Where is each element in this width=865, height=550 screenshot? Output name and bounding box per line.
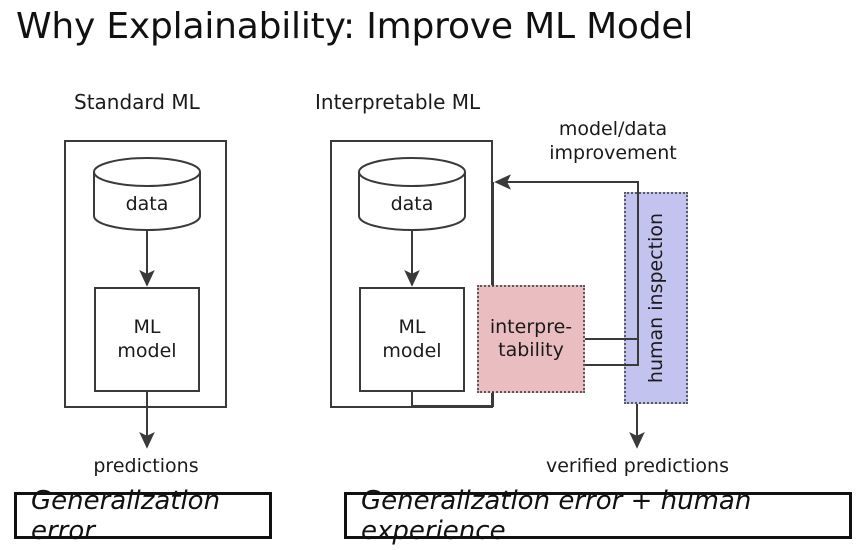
result-banner-interpretable-text: Generalization error + human experience [361, 485, 752, 546]
ml-model-label-line2: model [382, 339, 442, 362]
data-cylinder-interpretable: data [357, 157, 467, 231]
cylinder-shape-icon [93, 157, 201, 231]
ml-model-box-interpretable: ML model [359, 287, 465, 392]
ml-model-label-line2: model [117, 339, 177, 362]
ml-model-label-line1: ML [133, 316, 161, 339]
result-banner-standard: Generalization error [14, 486, 272, 546]
output-caption-standard: predictions [93, 455, 199, 477]
page-title: Why Explainability: Improve ML Model [16, 6, 694, 47]
connector-interpretability-to-inspection-lower [585, 364, 639, 366]
column-heading-standard-ml: Standard ML [74, 90, 200, 114]
result-banner-interpretable: Generalization error + human experience [344, 486, 852, 546]
human-inspection-box: human inspection [624, 192, 688, 404]
interpretability-box: interpre- tability [477, 285, 585, 393]
data-cylinder-standard: data [92, 157, 202, 231]
cylinder-shape-icon [358, 157, 466, 231]
connector-model-bottom-stub [411, 392, 413, 407]
interpretability-label-line2: tability [498, 339, 564, 361]
pipeline-frame-standard [64, 140, 227, 408]
output-caption-interpretable: verified predictions [545, 455, 729, 477]
result-banner-standard-text: Generalization error [31, 485, 221, 546]
feedback-loop-annotation: model/data improvement [549, 118, 677, 165]
data-cylinder-label-standard: data [125, 193, 169, 215]
connector-interpretability-to-inspection-upper [585, 338, 639, 340]
interpretability-label-line1: interpre- [489, 315, 573, 338]
human-inspection-label: human inspection [645, 212, 667, 384]
column-heading-interpretable-ml: Interpretable ML [315, 90, 481, 114]
connector-model-to-interpretability-vertical [492, 392, 494, 407]
data-cylinder-label-interpretable: data [390, 193, 434, 215]
ml-model-box-standard: ML model [94, 287, 200, 392]
ml-model-label-line1: ML [398, 316, 426, 339]
connector-inspection-vertical-trunk [637, 181, 639, 365]
connector-model-to-interpretability-horizontal [411, 405, 494, 407]
connector-feedback-left-vertical [492, 182, 494, 286]
